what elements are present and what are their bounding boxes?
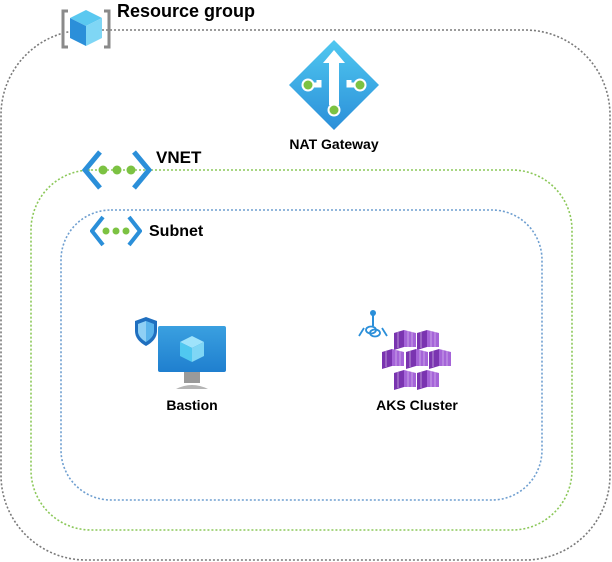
aks-cluster-icon — [358, 310, 452, 391]
bastion-icon — [135, 317, 226, 389]
resource-group-icon — [61, 9, 111, 49]
vnet-label: VNET — [156, 148, 202, 167]
subnet-icon — [90, 215, 142, 247]
resource-group-boundary — [0, 29, 611, 561]
bastion-label: Bastion — [166, 397, 218, 413]
nat-gateway-label: NAT Gateway — [289, 136, 379, 152]
aks-cluster-label: AKS Cluster — [376, 397, 458, 413]
vnet-icon — [82, 150, 152, 190]
subnet-label: Subnet — [149, 223, 204, 240]
resource-group-label: Resource group — [117, 1, 256, 21]
nat-gateway-icon — [289, 40, 379, 130]
vnet-boundary — [30, 169, 573, 531]
